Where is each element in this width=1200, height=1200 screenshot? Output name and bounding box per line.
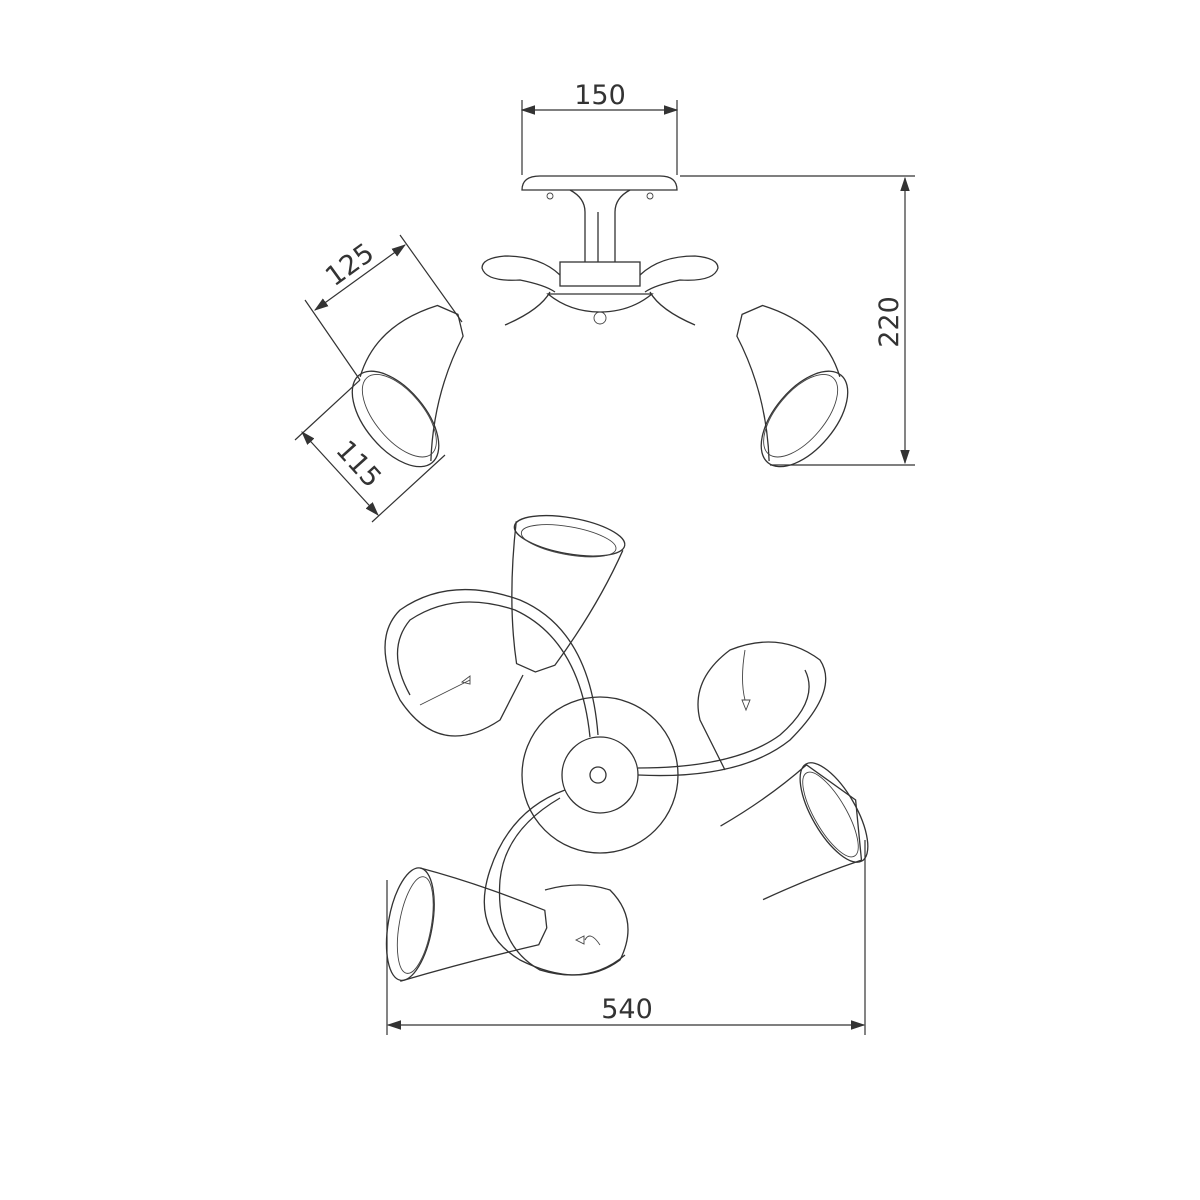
shade-right [736, 304, 849, 468]
body [559, 261, 641, 287]
top-view [384, 514, 869, 982]
dimension-150: 150 [520, 80, 679, 175]
dimension-540: 540 [386, 840, 866, 1035]
stem [569, 189, 631, 262]
side-view [351, 175, 849, 468]
shade-bottom-left [385, 867, 548, 982]
bowl [546, 293, 654, 313]
canopy [521, 175, 678, 191]
shade-right [720, 762, 869, 901]
dimension-220: 220 [680, 175, 915, 466]
dimension-125: 125 [304, 234, 463, 381]
dimension-label: 220 [874, 296, 905, 348]
dimension-label: 150 [574, 80, 626, 111]
arm-left [481, 255, 561, 326]
shade-top [511, 514, 626, 673]
arm-right [639, 255, 719, 326]
dimension-label: 540 [601, 994, 653, 1025]
dimension-115: 115 [294, 379, 446, 523]
dimension-label: 115 [330, 435, 388, 494]
